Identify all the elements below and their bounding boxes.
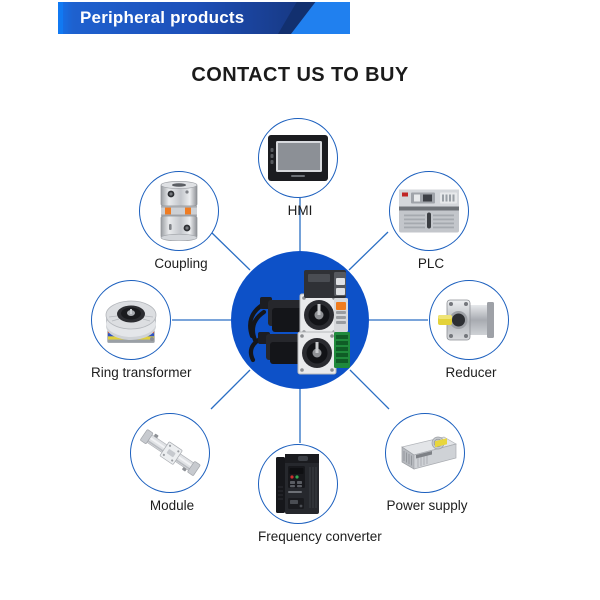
toroidal-transformer-icon (105, 300, 157, 343)
node-reducer[interactable]: Reducer (429, 280, 513, 380)
banner-band (58, 2, 308, 34)
node-power-supply-bubble (385, 413, 465, 493)
node-coupling-label: Coupling (154, 256, 208, 271)
linear-actuator-icon (140, 429, 201, 476)
node-ring-transformer[interactable]: Ring transformer (91, 280, 192, 380)
banner-title: Peripheral products (80, 8, 245, 27)
node-plc[interactable]: PLC (389, 171, 473, 271)
spoke-power-supply (349, 369, 390, 410)
node-reducer-label: Reducer (445, 365, 497, 380)
node-module[interactable]: Module (130, 413, 214, 513)
node-frequency-converter-label: Frequency converter (258, 529, 382, 544)
spoke-module (210, 369, 251, 410)
node-hmi[interactable]: HMI (258, 118, 342, 218)
node-ring-transformer-bubble (91, 280, 171, 360)
node-ring-transformer-label: Ring transformer (91, 365, 192, 380)
vfd-drive-icon (276, 454, 319, 514)
node-frequency-converter-bubble (258, 444, 338, 524)
servo-motor-and-drive-icon (248, 270, 350, 375)
node-power-supply[interactable]: Power supply (385, 413, 469, 513)
node-hmi-bubble (258, 118, 338, 198)
spoke-plc (348, 231, 389, 271)
plc-module-icon (399, 189, 459, 233)
node-plc-label: PLC (417, 256, 445, 271)
node-coupling-bubble (139, 171, 219, 251)
node-hmi-label: HMI (287, 203, 313, 218)
hmi-touch-panel-icon (268, 135, 328, 181)
shaft-coupling-icon (160, 181, 198, 241)
node-plc-bubble (389, 171, 469, 251)
node-module-label: Module (149, 498, 195, 513)
switching-power-supply-icon (401, 436, 457, 470)
banner-left-edge (58, 2, 63, 34)
page-banner: Peripheral products (58, 2, 350, 34)
hub-servo-motor-and-drive[interactable] (231, 251, 369, 389)
node-module-bubble (130, 413, 210, 493)
node-coupling[interactable]: Coupling (139, 171, 223, 271)
node-reducer-bubble (429, 280, 509, 360)
node-power-supply-label: Power supply (386, 498, 468, 513)
page-title: CONTACT US TO BUY (191, 64, 409, 86)
planetary-gearbox-icon (438, 299, 494, 341)
spoke-coupling (210, 231, 251, 271)
node-frequency-converter[interactable]: Frequency converter (258, 444, 382, 544)
